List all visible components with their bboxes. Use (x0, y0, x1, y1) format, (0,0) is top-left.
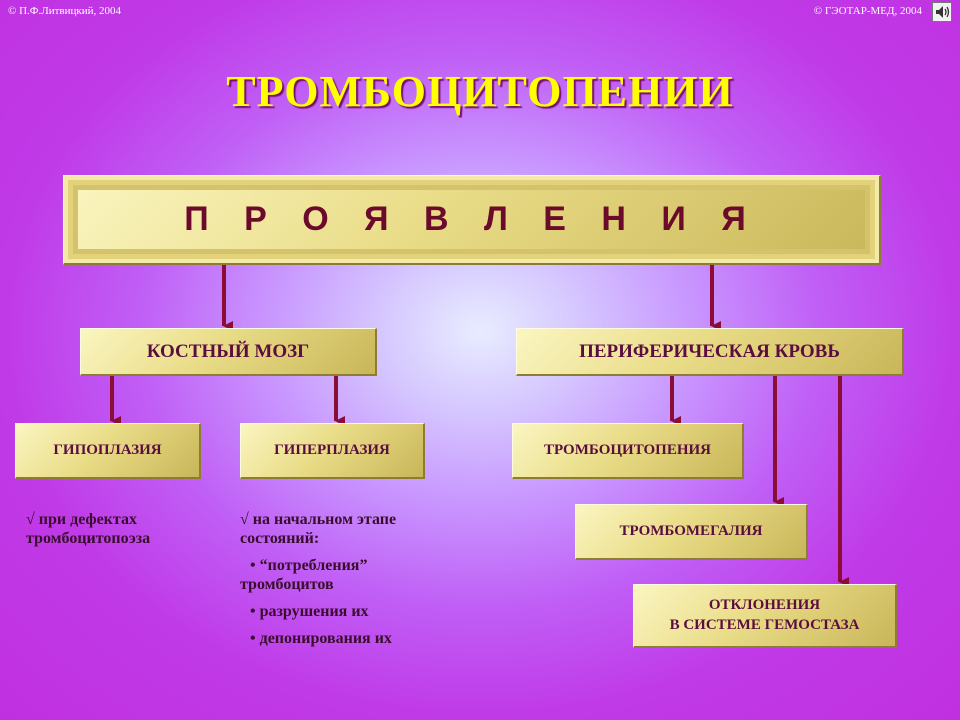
thrombocytopenia-box: ТРОМБОЦИТОПЕНИЯ (512, 423, 744, 479)
bone-marrow-box: КОСТНЫЙ МОЗГ (80, 328, 377, 376)
hemostasis-deviations-box: ОТКЛОНЕНИЯ В СИСТЕМЕ ГЕМОСТАЗА (633, 584, 897, 648)
hyperplasia-note: √ на начальном этапе состояний: • “потре… (240, 510, 500, 648)
hyperplasia-intro-line-2: состояний: (240, 530, 320, 547)
hyperplasia-box: ГИПЕРПЛАЗИЯ (240, 423, 425, 479)
copyright-left: © П.Ф.Литвицкий, 2004 (8, 5, 121, 17)
hemostasis-line-2: В СИСТЕМЕ ГЕМОСТАЗА (669, 616, 860, 633)
hypoplasia-note: √ при дефектах тромбоцитопоэза (26, 510, 236, 548)
hypoplasia-note-line-1: √ при дефектах (26, 511, 137, 528)
slide-title: ТРОМБОЦИТОПЕНИИ (226, 67, 734, 116)
bullet-consumption: • “потребления” (250, 557, 368, 574)
hypoplasia-box: ГИПОПЛАЗИЯ (15, 423, 201, 479)
hyperplasia-intro-line-1: √ на начальном этапе (240, 511, 397, 528)
copyright-right: © ГЭОТАР-МЕД, 2004 (813, 5, 922, 17)
peripheral-blood-box: ПЕРИФЕРИЧЕСКАЯ КРОВЬ (516, 328, 904, 376)
bullet-consumption-cont: тромбоцитов (240, 576, 334, 593)
speaker-icon (936, 6, 950, 18)
hypoplasia-note-line-2: тромбоцитопоэза (26, 530, 151, 547)
hemostasis-line-1: ОТКЛОНЕНИЯ (708, 597, 821, 613)
bullet-sequestration: • депонирования их (250, 630, 392, 647)
thrombomegaly-box: ТРОМБОМЕГАЛИЯ (575, 504, 808, 560)
manifestations-box: П Р О Я В Л Е Н И Я (63, 175, 881, 265)
bullet-destruction: • разрушения их (250, 603, 369, 620)
next-slide-button[interactable] (932, 2, 952, 22)
